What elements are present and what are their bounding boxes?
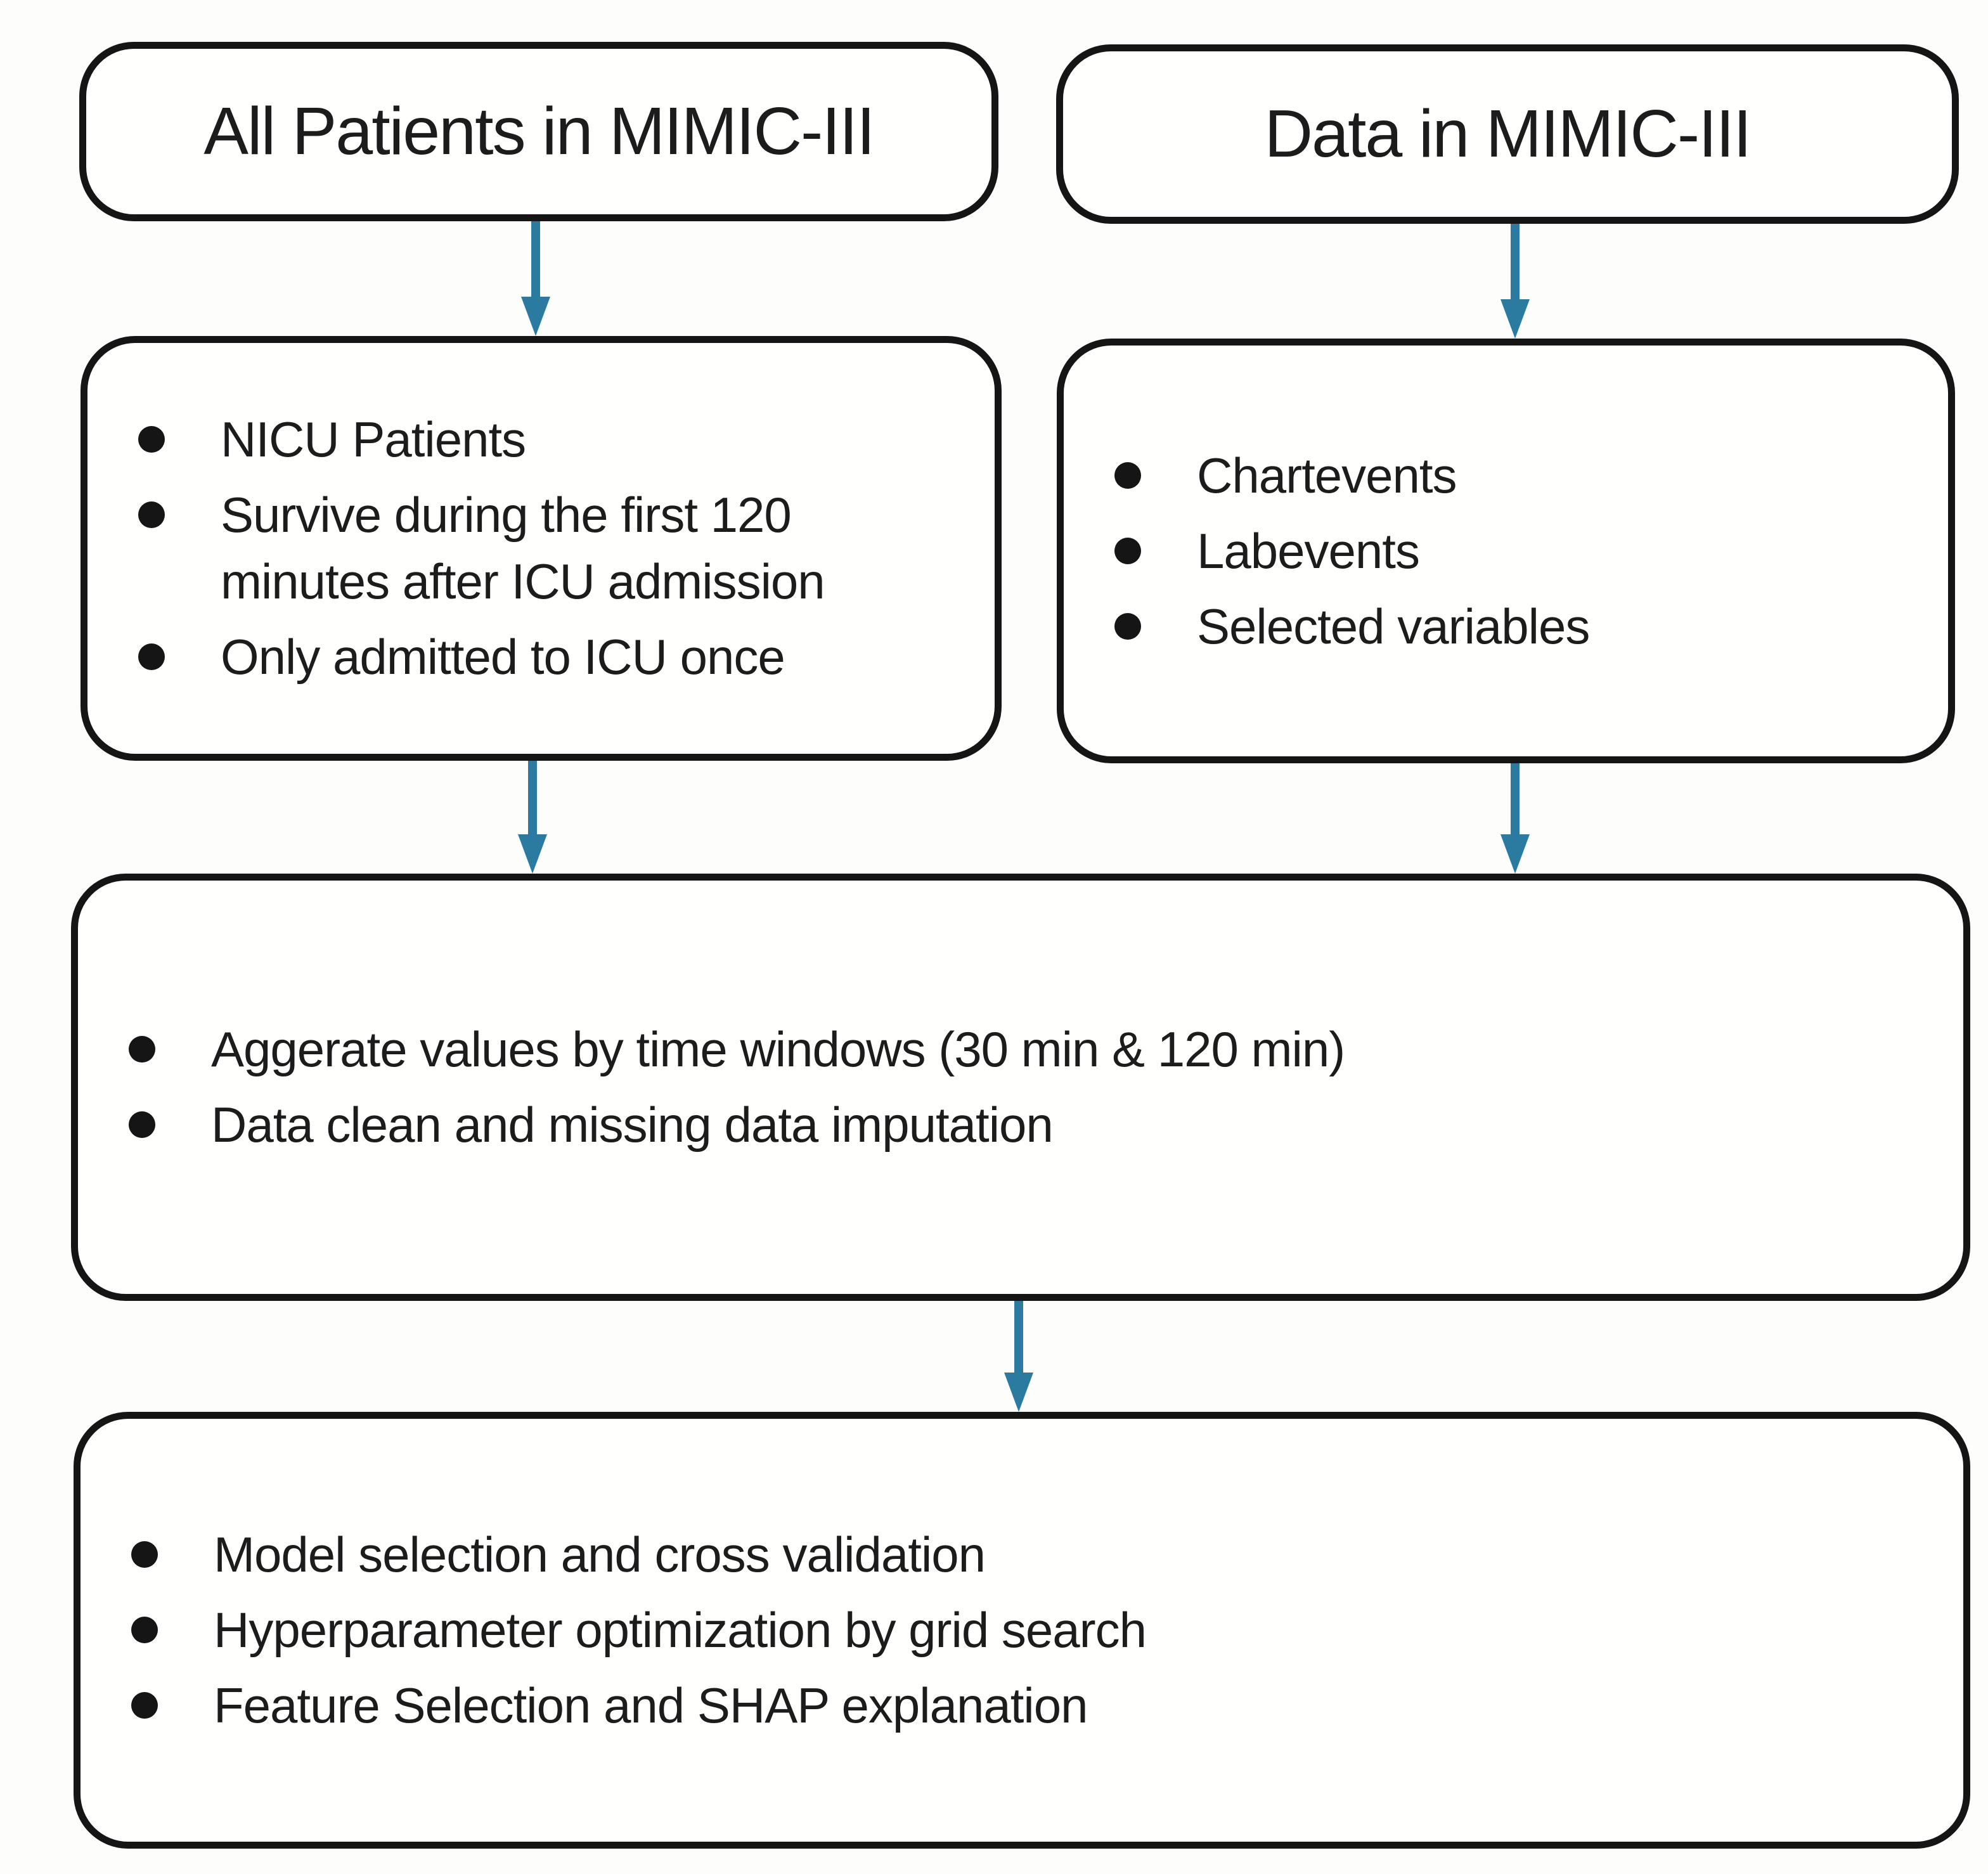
arrow-preprocessing-to-modeling bbox=[1004, 1301, 1033, 1412]
bullet-icon bbox=[1114, 612, 1141, 640]
modeling-bullet-list: Model selection and cross validation Hyp… bbox=[81, 1513, 1963, 1748]
preprocessing-bullet-list: Aggerate values by time windows (30 min … bbox=[78, 1007, 1963, 1167]
list-item: Selected variables bbox=[1064, 593, 1948, 660]
arrow-data-to-tables bbox=[1501, 224, 1530, 339]
tables-bullet-list: Chartevents Labevents Selected variables bbox=[1064, 434, 1948, 669]
arrow-cohort-to-preprocessing bbox=[518, 761, 547, 874]
list-item: Only admitted to ICU once bbox=[87, 624, 995, 690]
bullet-text: Only admitted to ICU once bbox=[221, 629, 785, 685]
bullet-icon bbox=[131, 1617, 158, 1643]
arrow-stem bbox=[1014, 1301, 1023, 1373]
bullet-icon bbox=[138, 501, 165, 528]
bullet-text: Aggerate values by time windows (30 min … bbox=[211, 1021, 1345, 1077]
arrow-stem bbox=[1511, 224, 1520, 299]
bullet-icon bbox=[129, 1036, 155, 1063]
box-preprocessing: Aggerate values by time windows (30 min … bbox=[71, 874, 1970, 1301]
bullet-icon bbox=[131, 1692, 158, 1719]
box-data-in-mimic-title: Data in MIMIC-III bbox=[1264, 96, 1752, 172]
list-item: NICU Patients bbox=[87, 406, 995, 473]
cohort-bullet-list: NICU Patients Survive during the first 1… bbox=[87, 397, 995, 699]
arrow-stem bbox=[531, 221, 540, 297]
box-data-tables: Chartevents Labevents Selected variables bbox=[1057, 339, 1955, 763]
list-item: Labevents bbox=[1064, 518, 1948, 585]
bullet-text: NICU Patients bbox=[221, 411, 526, 467]
bullet-text: Model selection and cross validation bbox=[214, 1527, 986, 1582]
arrow-tables-to-preprocessing bbox=[1501, 763, 1530, 874]
arrow-head-icon bbox=[1004, 1373, 1033, 1412]
bullet-text: Selected variables bbox=[1197, 598, 1590, 654]
bullet-text: Hyperparameter optimization by grid sear… bbox=[214, 1602, 1147, 1658]
arrow-head-icon bbox=[1501, 834, 1530, 874]
bullet-text: Data clean and missing data imputation bbox=[211, 1097, 1054, 1153]
list-item: Hyperparameter optimization by grid sear… bbox=[81, 1597, 1963, 1664]
arrow-patients-to-cohort bbox=[521, 221, 550, 336]
box-data-in-mimic: Data in MIMIC-III bbox=[1056, 44, 1959, 224]
bullet-icon bbox=[129, 1111, 155, 1138]
bullet-icon bbox=[1114, 537, 1141, 564]
bullet-icon bbox=[138, 426, 165, 453]
list-item: Survive during the first 120 minutes aft… bbox=[87, 482, 995, 615]
list-item: Aggerate values by time windows (30 min … bbox=[78, 1016, 1963, 1083]
box-modeling: Model selection and cross validation Hyp… bbox=[74, 1412, 1970, 1849]
bullet-icon bbox=[1114, 462, 1141, 489]
box-all-patients-title: All Patients in MIMIC-III bbox=[203, 94, 875, 169]
bullet-icon bbox=[138, 643, 165, 670]
list-item: Chartevents bbox=[1064, 443, 1948, 509]
box-all-patients: All Patients in MIMIC-III bbox=[79, 42, 998, 221]
bullet-text: Chartevents bbox=[1197, 447, 1457, 503]
bullet-icon bbox=[131, 1541, 158, 1568]
arrow-stem bbox=[1511, 763, 1520, 834]
list-item: Model selection and cross validation bbox=[81, 1522, 1963, 1588]
arrow-head-icon bbox=[1501, 299, 1530, 339]
bullet-text: Survive during the first 120 minutes aft… bbox=[221, 487, 825, 609]
bullet-text: Labevents bbox=[1197, 522, 1420, 579]
bullet-text: Feature Selection and SHAP explanation bbox=[214, 1677, 1088, 1733]
list-item: Feature Selection and SHAP explanation bbox=[81, 1672, 1963, 1739]
arrow-head-icon bbox=[521, 297, 550, 336]
arrow-head-icon bbox=[518, 834, 547, 874]
list-item: Data clean and missing data imputation bbox=[78, 1092, 1963, 1158]
box-cohort-criteria: NICU Patients Survive during the first 1… bbox=[81, 336, 1002, 761]
arrow-stem bbox=[528, 761, 537, 834]
